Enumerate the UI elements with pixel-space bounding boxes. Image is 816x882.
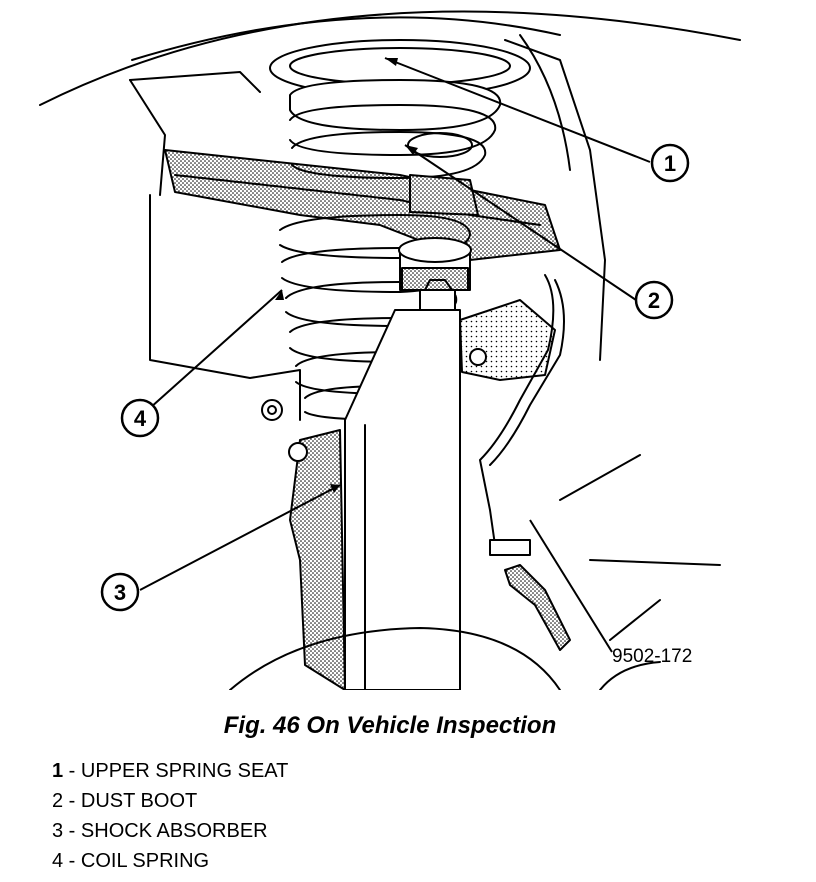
callout-3: 3 [100, 572, 140, 612]
legend-text: SHOCK ABSORBER [80, 820, 268, 842]
legend-number: 2 [52, 790, 64, 812]
strut-tower-bracket [164, 149, 561, 261]
legend-text: DUST BOOT [80, 790, 198, 812]
leader-line-2 [404, 144, 637, 301]
legend-list: 1 - UPPER SPRING SEAT 2 - DUST BOOT 3 - … [52, 756, 288, 876]
strut-illustration: 1 2 3 4 9502-172 [39, 10, 741, 690]
inner-fender-panel [129, 79, 301, 421]
callout-4-label: 4 [134, 406, 147, 431]
figure-code: 9502-172 [612, 646, 692, 667]
legend-separator: - [63, 850, 81, 872]
legend-item: 3 - SHOCK ABSORBER [52, 816, 288, 846]
wheel-well-arc [39, 10, 741, 106]
callout-3-label: 3 [114, 580, 126, 605]
legend-number: 4 [52, 850, 64, 872]
legend-separator: - [63, 760, 81, 782]
leader-line-1 [384, 57, 651, 163]
figure-caption: Fig. 46 On Vehicle Inspection [223, 712, 557, 739]
callout-2-label: 2 [648, 288, 660, 313]
legend-item: 2 - DUST BOOT [52, 786, 288, 816]
callout-1: 1 [650, 143, 690, 183]
steering-knuckle [289, 429, 346, 690]
shock-absorber [344, 237, 472, 690]
legend-separator: - [63, 790, 81, 812]
legend-text: UPPER SPRING SEAT [80, 760, 289, 782]
legend-number: 1 [52, 760, 64, 782]
leader-line-code [529, 519, 613, 653]
legend-item: 4 - COIL SPRING [52, 846, 288, 876]
legend-item: 1 - UPPER SPRING SEAT [52, 756, 288, 786]
leader-line-3 [139, 484, 341, 591]
callout-2: 2 [634, 280, 674, 320]
callout-1-label: 1 [664, 151, 676, 176]
legend-separator: - [63, 820, 81, 842]
legend-text: COIL SPRING [80, 850, 210, 872]
leader-line-4 [149, 289, 283, 409]
legend-number: 3 [52, 820, 64, 842]
callout-4: 4 [120, 398, 160, 438]
